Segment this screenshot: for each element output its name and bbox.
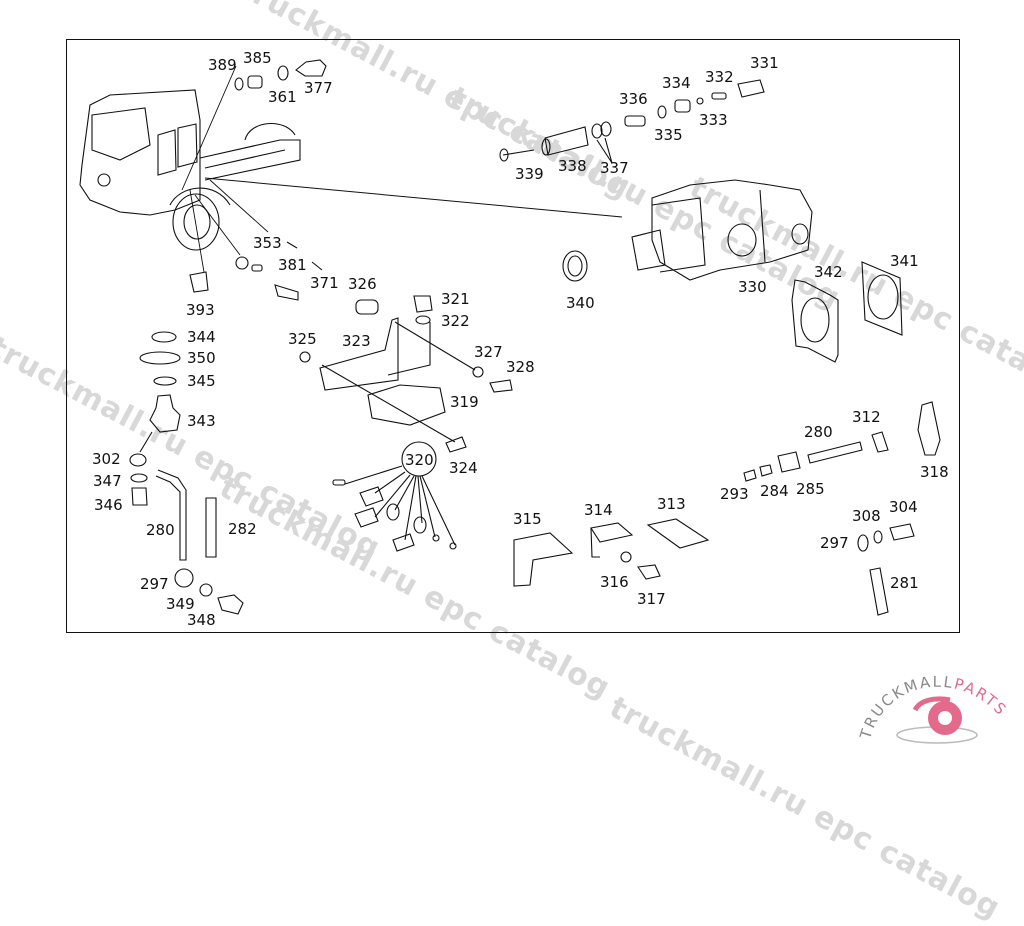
part-label-280[interactable]: 280: [804, 423, 833, 441]
part-label-297[interactable]: 297: [140, 575, 169, 593]
part-label-308[interactable]: 308: [852, 507, 881, 525]
part-label-285[interactable]: 285: [796, 480, 825, 498]
part-label-313[interactable]: 313: [657, 495, 686, 513]
part-label-325[interactable]: 325: [288, 330, 317, 348]
part-label-342[interactable]: 342: [814, 263, 843, 281]
part-label-312[interactable]: 312: [852, 408, 881, 426]
part-label-284[interactable]: 284: [760, 482, 789, 500]
part-label-326[interactable]: 326: [348, 275, 377, 293]
part-label-328[interactable]: 328: [506, 358, 535, 376]
part-label-348[interactable]: 348: [187, 611, 216, 629]
pump-assembly: [562, 179, 813, 282]
part-label-346[interactable]: 346: [94, 496, 123, 514]
left-column-parts: [129, 331, 244, 615]
part-label-302[interactable]: 302: [92, 450, 121, 468]
diagram-frame: [66, 39, 960, 633]
part-label-361[interactable]: 361: [268, 88, 297, 106]
part-label-304[interactable]: 304: [889, 498, 918, 516]
part-label-331[interactable]: 331: [750, 54, 779, 72]
part-label-341[interactable]: 341: [890, 252, 919, 270]
part-label-321[interactable]: 321: [441, 290, 470, 308]
part-label-282[interactable]: 282: [228, 520, 257, 538]
part-label-317[interactable]: 317: [637, 590, 666, 608]
part-label-385[interactable]: 385: [243, 49, 272, 67]
part-label-344[interactable]: 344: [187, 328, 216, 346]
part-label-347[interactable]: 347: [93, 472, 122, 490]
truckmall-logo: TRUCKMALLPARTS: [855, 655, 1020, 750]
part-label-343[interactable]: 343: [187, 412, 216, 430]
part-label-324[interactable]: 324: [449, 459, 478, 477]
part-label-330[interactable]: 330: [738, 278, 767, 296]
sensor-parts: [189, 59, 327, 301]
part-label-333[interactable]: 333: [699, 111, 728, 129]
part-label-337[interactable]: 337: [600, 159, 629, 177]
part-label-320[interactable]: 320: [405, 451, 434, 469]
part-label-393[interactable]: 393: [186, 301, 215, 319]
part-label-322[interactable]: 322: [441, 312, 470, 330]
part-label-315[interactable]: 315: [513, 510, 542, 528]
part-label-349[interactable]: 349: [166, 595, 195, 613]
part-label-293[interactable]: 293: [720, 485, 749, 503]
part-label-353[interactable]: 353: [253, 234, 282, 252]
part-label-319[interactable]: 319: [450, 393, 479, 411]
part-label-377[interactable]: 377: [304, 79, 333, 97]
part-label-323[interactable]: 323: [342, 332, 371, 350]
part-label-327[interactable]: 327: [474, 343, 503, 361]
part-label-316[interactable]: 316: [600, 573, 629, 591]
valve-insert-parts: [499, 79, 765, 164]
part-label-334[interactable]: 334: [662, 74, 691, 92]
part-label-297[interactable]: 297: [820, 534, 849, 552]
part-label-340[interactable]: 340: [566, 294, 595, 312]
pipe-fittings: [743, 401, 941, 616]
part-label-335[interactable]: 335: [654, 126, 683, 144]
part-label-281[interactable]: 281: [890, 574, 919, 592]
part-label-336[interactable]: 336: [619, 90, 648, 108]
part-label-339[interactable]: 339: [515, 165, 544, 183]
part-label-318[interactable]: 318: [920, 463, 949, 481]
part-label-371[interactable]: 371: [310, 274, 339, 292]
part-label-338[interactable]: 338: [558, 157, 587, 175]
valve-block-parts: [299, 295, 513, 552]
truck-illustration: [79, 65, 623, 273]
exploded-parts-drawing: [79, 59, 941, 616]
part-label-389[interactable]: 389: [208, 56, 237, 74]
gaskets: [791, 261, 903, 363]
part-label-314[interactable]: 314: [584, 501, 613, 519]
part-label-350[interactable]: 350: [187, 349, 216, 367]
bracket-parts: [513, 518, 710, 587]
part-label-332[interactable]: 332: [705, 68, 734, 86]
part-label-345[interactable]: 345: [187, 372, 216, 390]
part-label-381[interactable]: 381: [278, 256, 307, 274]
part-label-280[interactable]: 280: [146, 521, 175, 539]
gear-logo-icon: TRUCKMALLPARTS: [856, 673, 1009, 744]
